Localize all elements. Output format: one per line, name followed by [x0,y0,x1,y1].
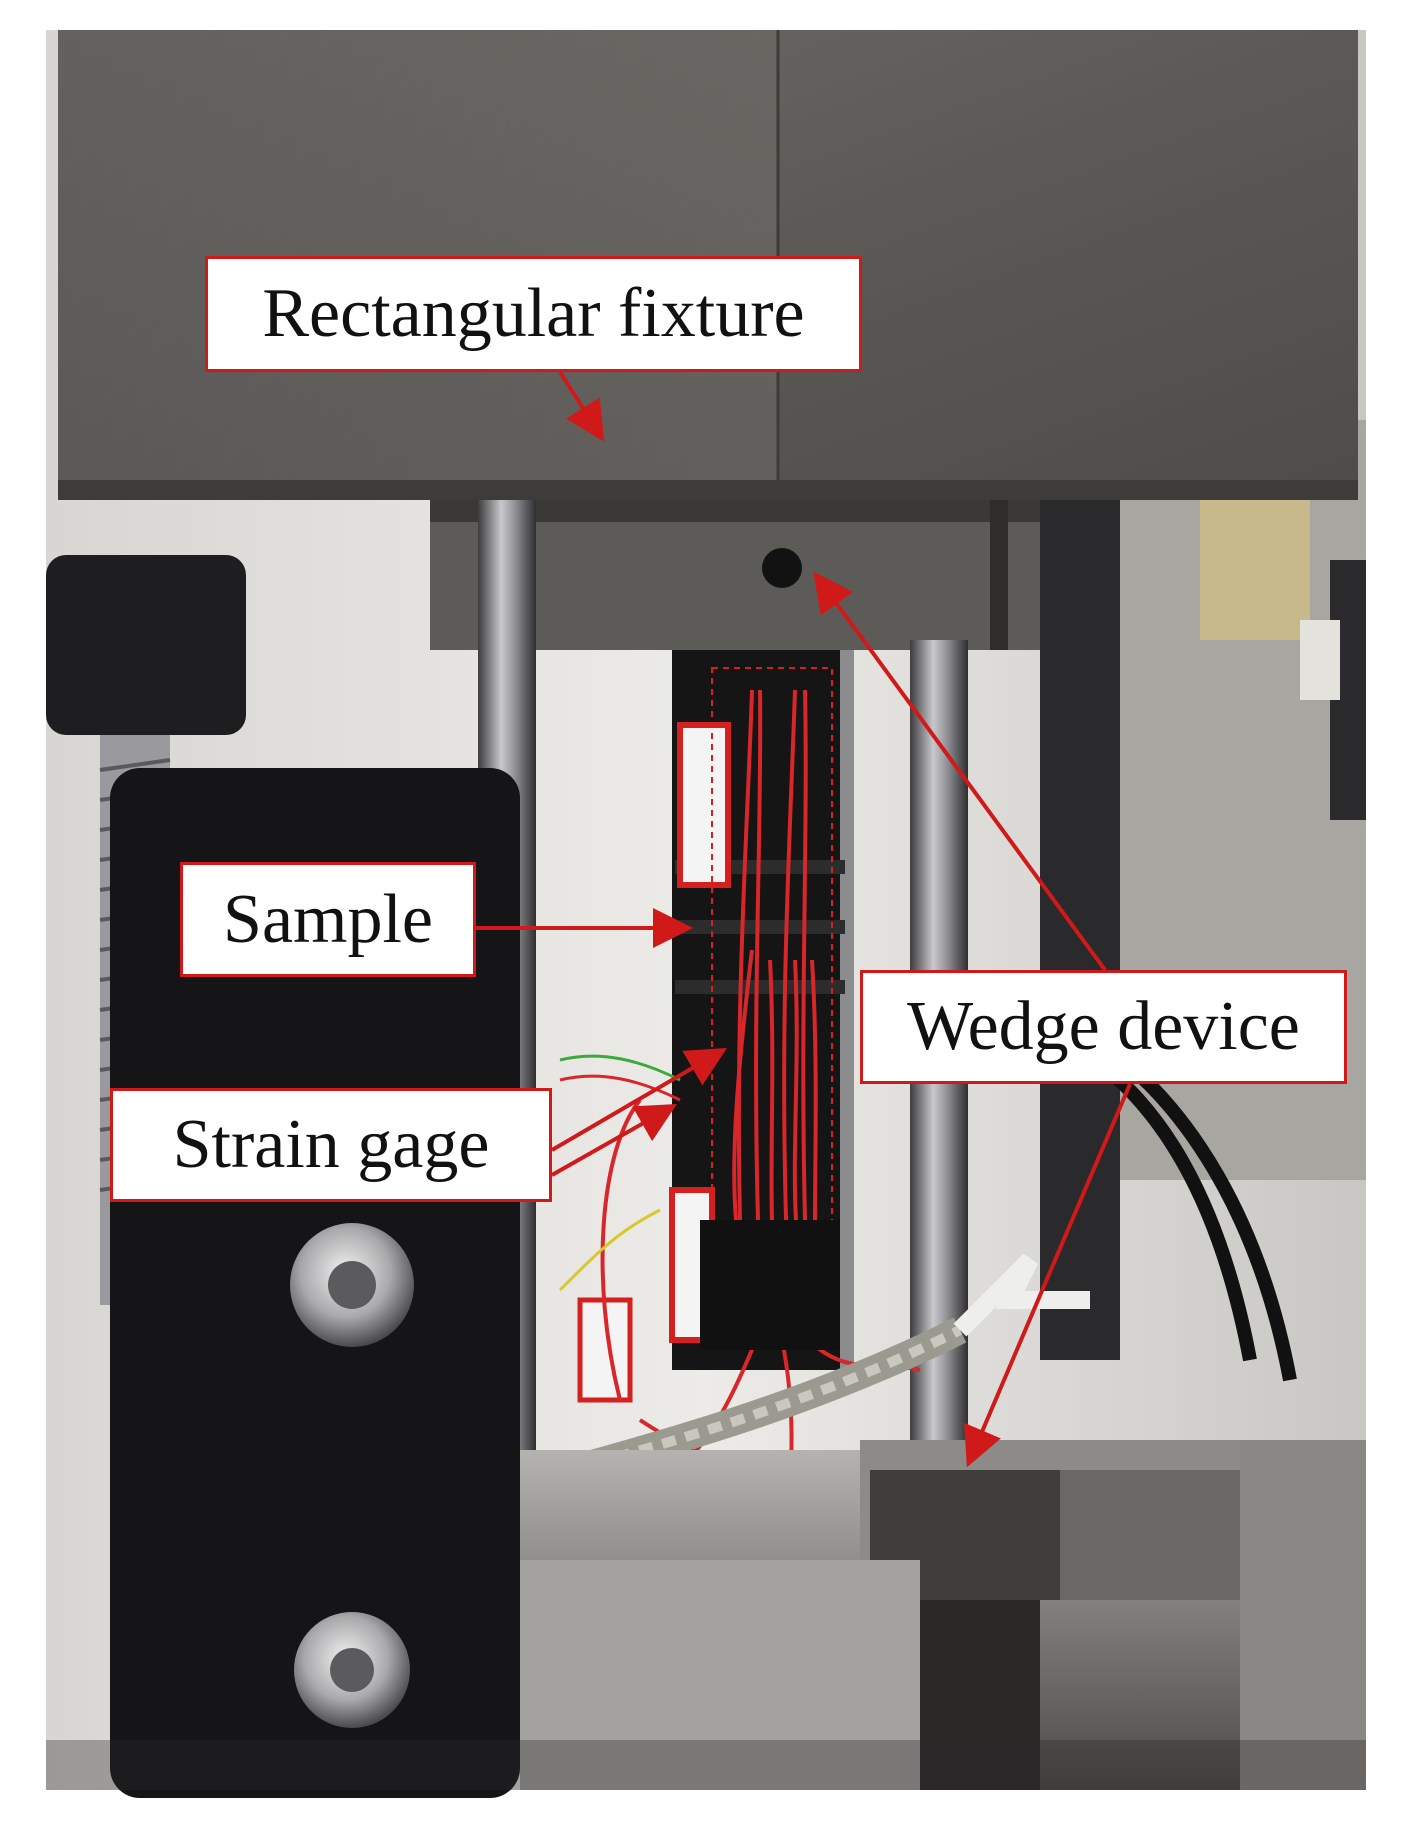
rectangular-fixture-text: Rectangular fixture [262,275,805,352]
wedge-device-text: Wedge device [907,988,1300,1065]
strain-gage-label: Strain gage [110,1088,552,1202]
wedge-device-label: Wedge device [860,970,1347,1084]
strain-gage-text: Strain gage [172,1106,490,1183]
rectangular-fixture-label: Rectangular fixture [205,256,862,372]
sample-label: Sample [180,862,476,977]
sample-text: Sample [223,880,433,958]
